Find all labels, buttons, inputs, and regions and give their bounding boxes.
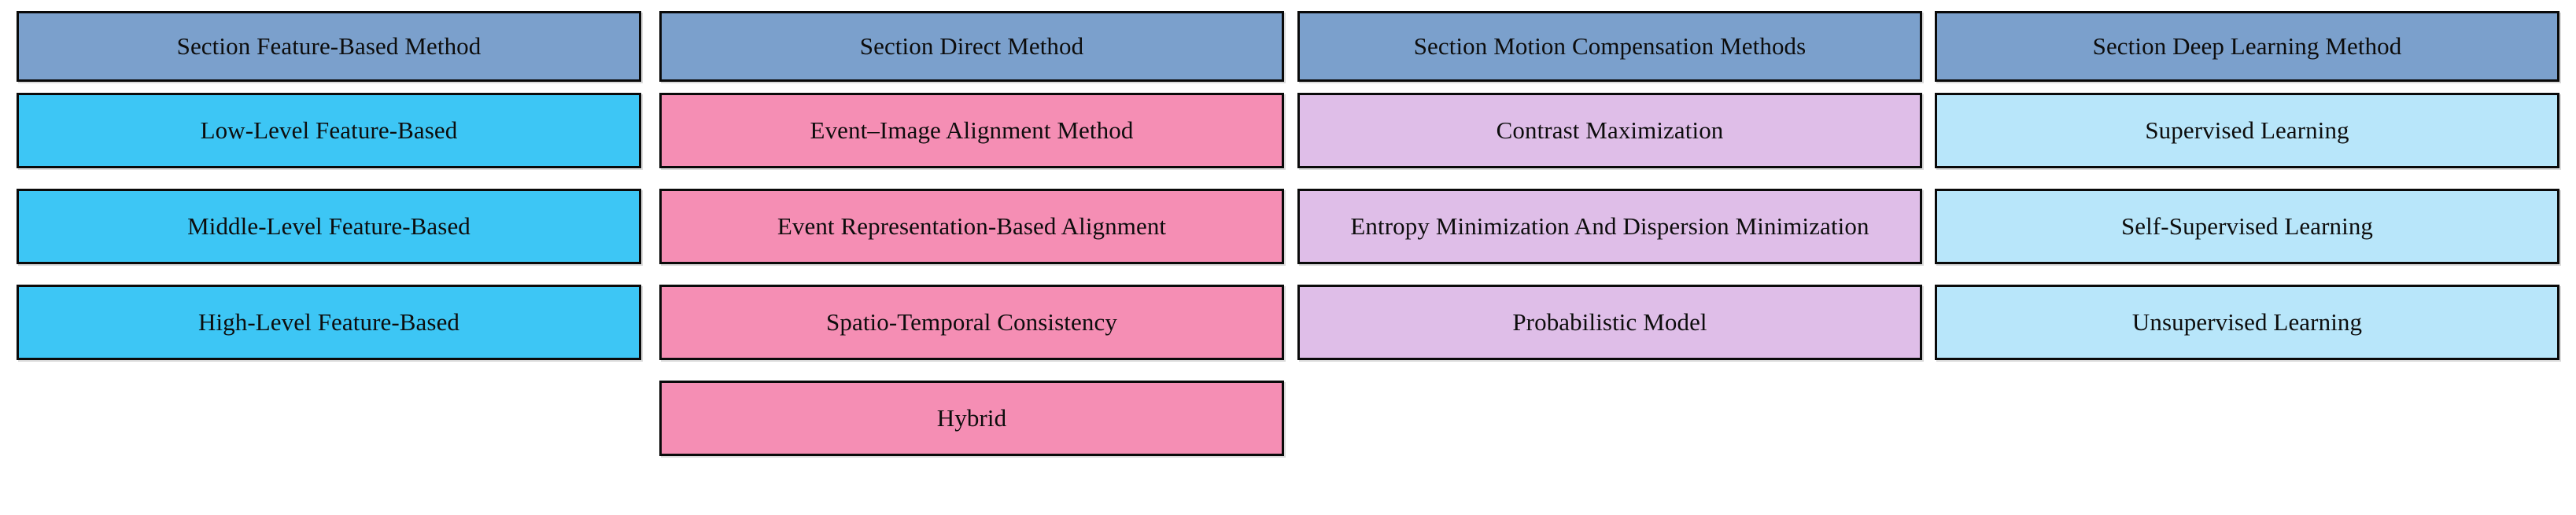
node-event-representation-based-alignment[interactable]: Event Representation-Based Alignment [659,189,1284,264]
column-header-label: Section Deep Learning Method [2092,32,2402,61]
node-spatio-temporal-consistency[interactable]: Spatio-Temporal Consistency [659,285,1284,360]
node-label: Probabilistic Model [1512,308,1707,337]
column-deep-learning: Section Deep Learning Method Supervised … [1935,0,2559,515]
node-label: Middle-Level Feature-Based [187,212,471,241]
node-label: Spatio-Temporal Consistency [826,308,1117,337]
node-entropy-minimization-and-dispersion-minimization[interactable]: Entropy Minimization And Dispersion Mini… [1297,189,1922,264]
node-probabilistic-model[interactable]: Probabilistic Model [1297,285,1922,360]
node-label: Contrast Maximization [1496,116,1724,145]
node-label: Event Representation-Based Alignment [777,212,1167,241]
node-unsupervised-learning[interactable]: Unsupervised Learning [1935,285,2559,360]
node-high-level-feature-based[interactable]: High-Level Feature-Based [17,285,641,360]
node-low-level-feature-based[interactable]: Low-Level Feature-Based [17,93,641,168]
column-header-label: Section Direct Method [859,32,1084,61]
column-header-motion-compensation[interactable]: Section Motion Compensation Methods [1297,11,1922,82]
node-label: Low-Level Feature-Based [200,116,458,145]
node-label: High-Level Feature-Based [197,308,460,337]
column-header-direct-method[interactable]: Section Direct Method [659,11,1284,82]
column-header-label: Section Motion Compensation Methods [1413,32,1807,61]
node-label: Unsupervised Learning [2131,308,2363,337]
node-hybrid[interactable]: Hybrid [659,381,1284,456]
node-self-supervised-learning[interactable]: Self-Supervised Learning [1935,189,2559,264]
column-direct-method: Section Direct Method Event–Image Alignm… [659,0,1284,515]
column-header-feature-based[interactable]: Section Feature-Based Method [17,11,641,82]
node-label: Entropy Minimization And Dispersion Mini… [1350,212,1869,241]
node-middle-level-feature-based[interactable]: Middle-Level Feature-Based [17,189,641,264]
node-supervised-learning[interactable]: Supervised Learning [1935,93,2559,168]
node-event-image-alignment-method[interactable]: Event–Image Alignment Method [659,93,1284,168]
node-contrast-maximization[interactable]: Contrast Maximization [1297,93,1922,168]
node-label: Event–Image Alignment Method [810,116,1134,145]
node-label: Hybrid [936,404,1007,432]
node-label: Self-Supervised Learning [2120,212,2374,241]
column-header-label: Section Feature-Based Method [176,32,482,61]
column-motion-compensation: Section Motion Compensation Methods Cont… [1297,0,1922,515]
column-feature-based: Section Feature-Based Method Low-Level F… [17,0,641,515]
node-label: Supervised Learning [2145,116,2349,145]
column-header-deep-learning[interactable]: Section Deep Learning Method [1935,11,2559,82]
